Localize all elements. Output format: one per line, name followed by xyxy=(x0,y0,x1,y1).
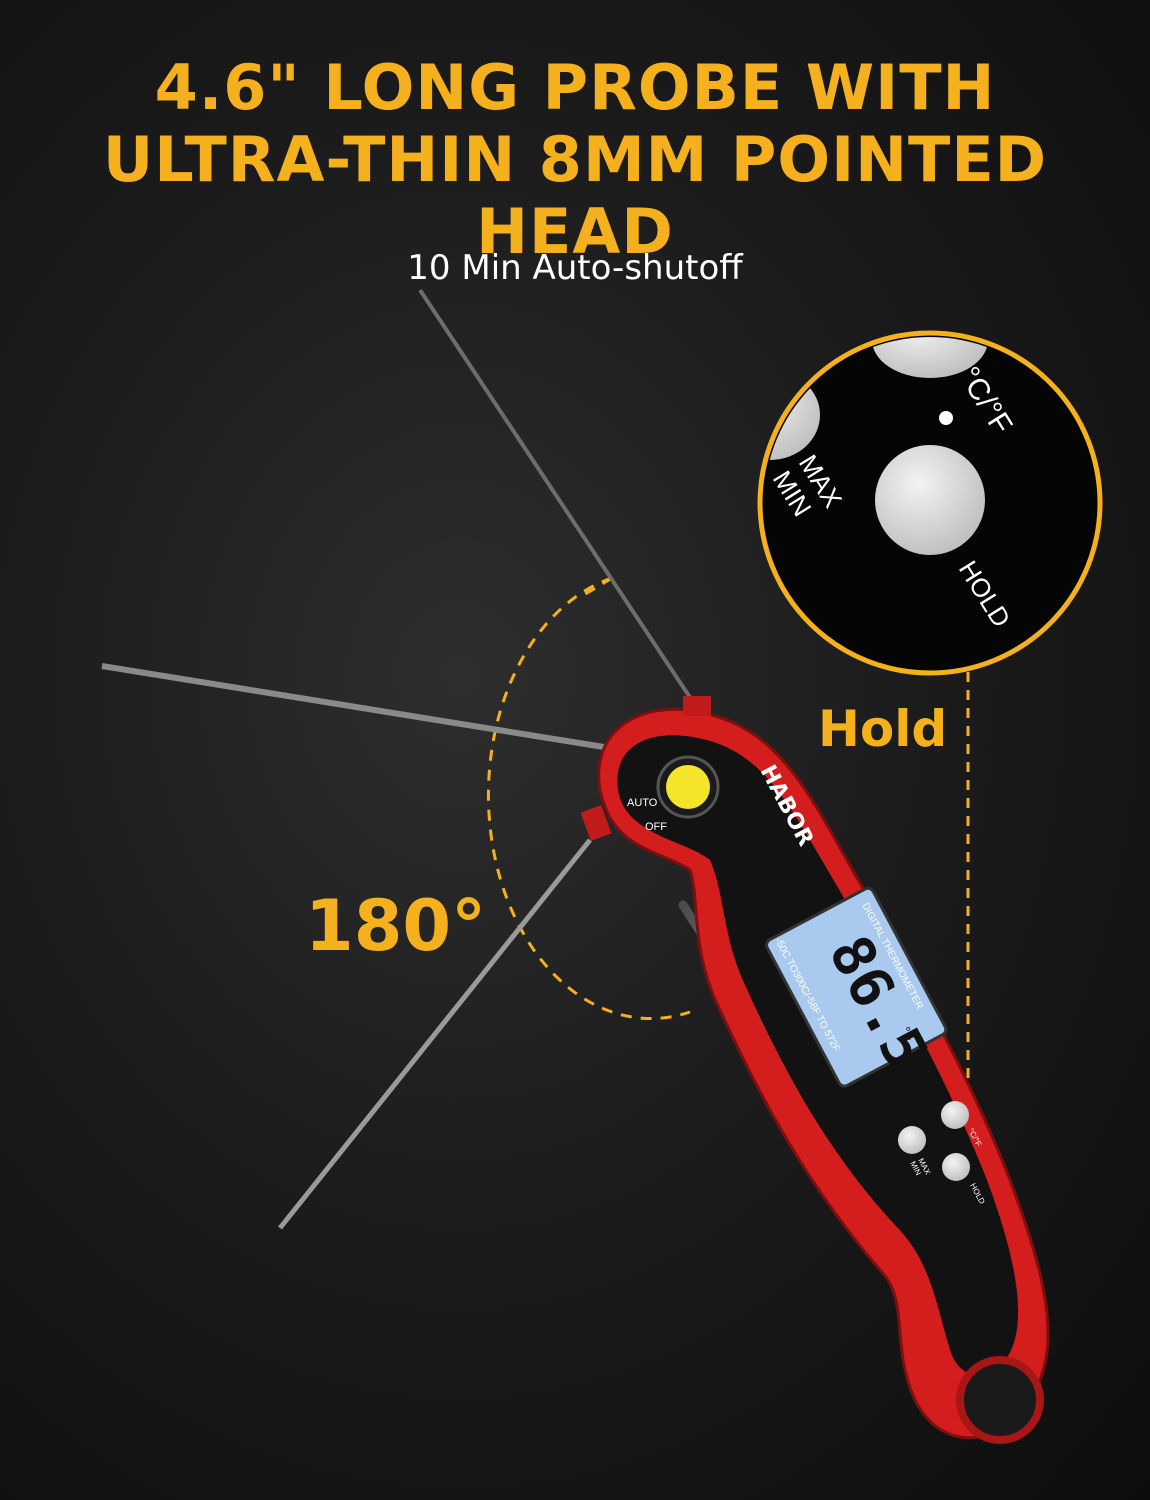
probe-horizontal-position xyxy=(101,663,611,751)
zoom-inset: °C/°F MAX MIN HOLD xyxy=(757,330,1103,676)
probe-diagonal-position xyxy=(278,838,592,1230)
maxmin-button[interactable] xyxy=(898,1126,926,1154)
rotation-arc xyxy=(486,576,691,1020)
hold-callout-label: Hold xyxy=(818,700,948,758)
probe-hinge xyxy=(580,805,612,841)
body-face xyxy=(617,735,1019,1377)
rotation-angle-label: 180° xyxy=(305,885,487,967)
inset-top-button xyxy=(872,337,988,378)
inset-hold-button xyxy=(875,445,985,555)
power-button[interactable] xyxy=(666,765,710,809)
thermometer-body xyxy=(580,696,1050,1444)
auto-shutoff-caption: 10 Min Auto-shutoff xyxy=(407,248,743,288)
headline-line-2: ULTRA-THIN 8MM POINTED HEAD xyxy=(102,123,1048,268)
unit-button[interactable] xyxy=(941,1101,969,1129)
headline-line-1: 4.6" LONG PROBE WITH xyxy=(154,51,996,124)
lcd-display xyxy=(765,886,948,1088)
probe-hinge-top xyxy=(683,696,711,716)
inset-light-icon xyxy=(939,411,953,425)
rotation-arc-tail xyxy=(581,576,613,598)
hold-button[interactable] xyxy=(942,1153,970,1181)
hanging-hole xyxy=(956,1356,1044,1444)
display-unit: °F xyxy=(897,1024,918,1044)
probe-vertical-position xyxy=(418,288,697,707)
lcd-screen xyxy=(765,886,948,1088)
switch-off-label: OFF xyxy=(645,821,667,833)
switch-auto-label: AUTO xyxy=(627,797,658,809)
